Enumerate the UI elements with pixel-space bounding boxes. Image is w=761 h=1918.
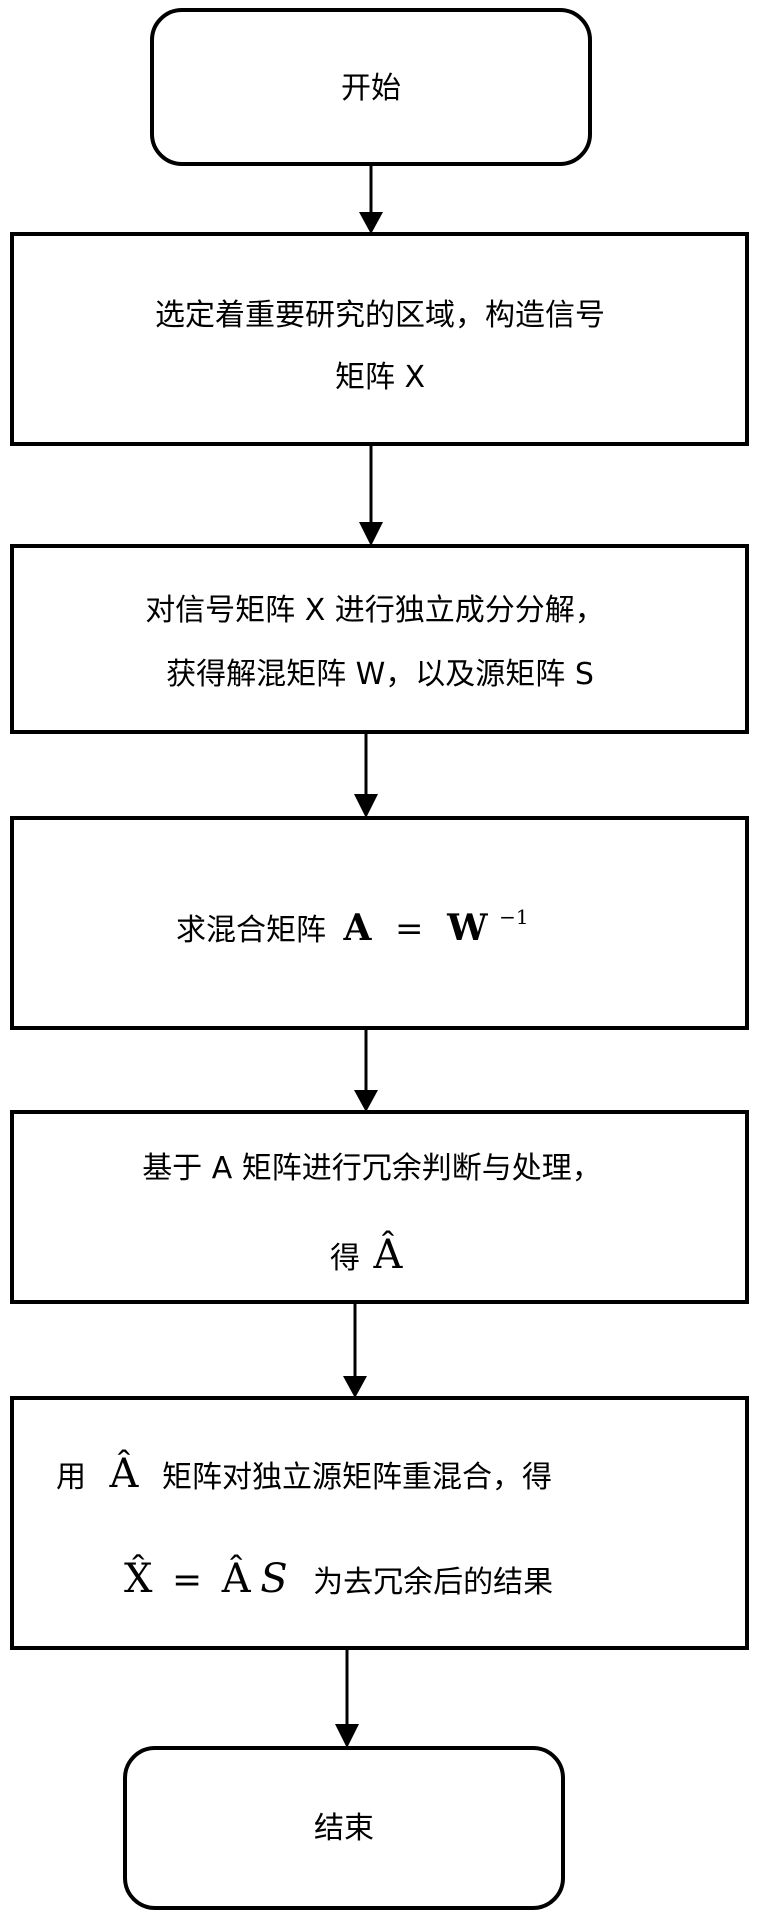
step3-prefix: 求混合矩阵 <box>176 913 326 948</box>
step5-line2-rhs-s: S <box>260 1556 287 1602</box>
step3-rhs: W <box>446 907 488 949</box>
step1-line1: 选定着重要研究的区域，构造信号 <box>155 298 605 333</box>
step5-line2-suffix: 为去冗余后的结果 <box>313 1565 553 1600</box>
start-label: 开始 <box>341 71 401 106</box>
step5-line2-lhs: X̂ <box>124 1556 153 1602</box>
arrow-step4-to-step5 <box>343 1302 367 1398</box>
step1-line2: 矩阵 X <box>335 360 425 395</box>
arrow-step1-to-step2 <box>359 444 383 546</box>
step2-line1: 对信号矩阵 X 进行独立成分分解， <box>145 593 605 628</box>
step4-line1: 基于 A 矩阵进行冗余判断与处理， <box>142 1151 602 1186</box>
arrow-step2-to-step3 <box>354 732 378 818</box>
step5-node: 用 Â 矩阵对独立源矩阵重混合，得 X̂ = Â S 为去冗余后的结果 <box>12 1398 747 1648</box>
arrow-start-to-step1 <box>359 164 383 234</box>
end-label: 结束 <box>314 1811 374 1846</box>
step5-line2-equals: = <box>172 1560 202 1601</box>
arrow-step3-to-step4 <box>354 1028 378 1112</box>
step2-node: 对信号矩阵 X 进行独立成分分解， 获得解混矩阵 W，以及源矩阵 S <box>12 546 747 732</box>
step4-node: 基于 A 矩阵进行冗余判断与处理， 得 Â <box>12 1112 747 1302</box>
step3-node: 求混合矩阵 A = W −1 <box>12 818 747 1028</box>
start-node: 开始 <box>152 10 590 164</box>
step4-line2-math: Â <box>373 1231 404 1278</box>
step5-line1-math: Â <box>109 1450 140 1497</box>
step5-line1-prefix: 用 <box>56 1460 86 1495</box>
step1-node: 选定着重要研究的区域，构造信号 矩阵 X <box>12 234 747 444</box>
step3-lhs: A <box>343 907 373 949</box>
step2-line2: 获得解混矩阵 W，以及源矩阵 S <box>166 657 594 692</box>
step3-equals: = <box>395 909 424 949</box>
end-node: 结束 <box>125 1748 563 1908</box>
step5-line2-rhs-a: Â <box>221 1555 252 1602</box>
step3-exponent: −1 <box>499 905 528 929</box>
step5-line1-suffix: 矩阵对独立源矩阵重混合，得 <box>162 1460 552 1495</box>
step4-line2-prefix: 得 <box>330 1241 360 1276</box>
arrow-step5-to-end <box>335 1648 359 1748</box>
